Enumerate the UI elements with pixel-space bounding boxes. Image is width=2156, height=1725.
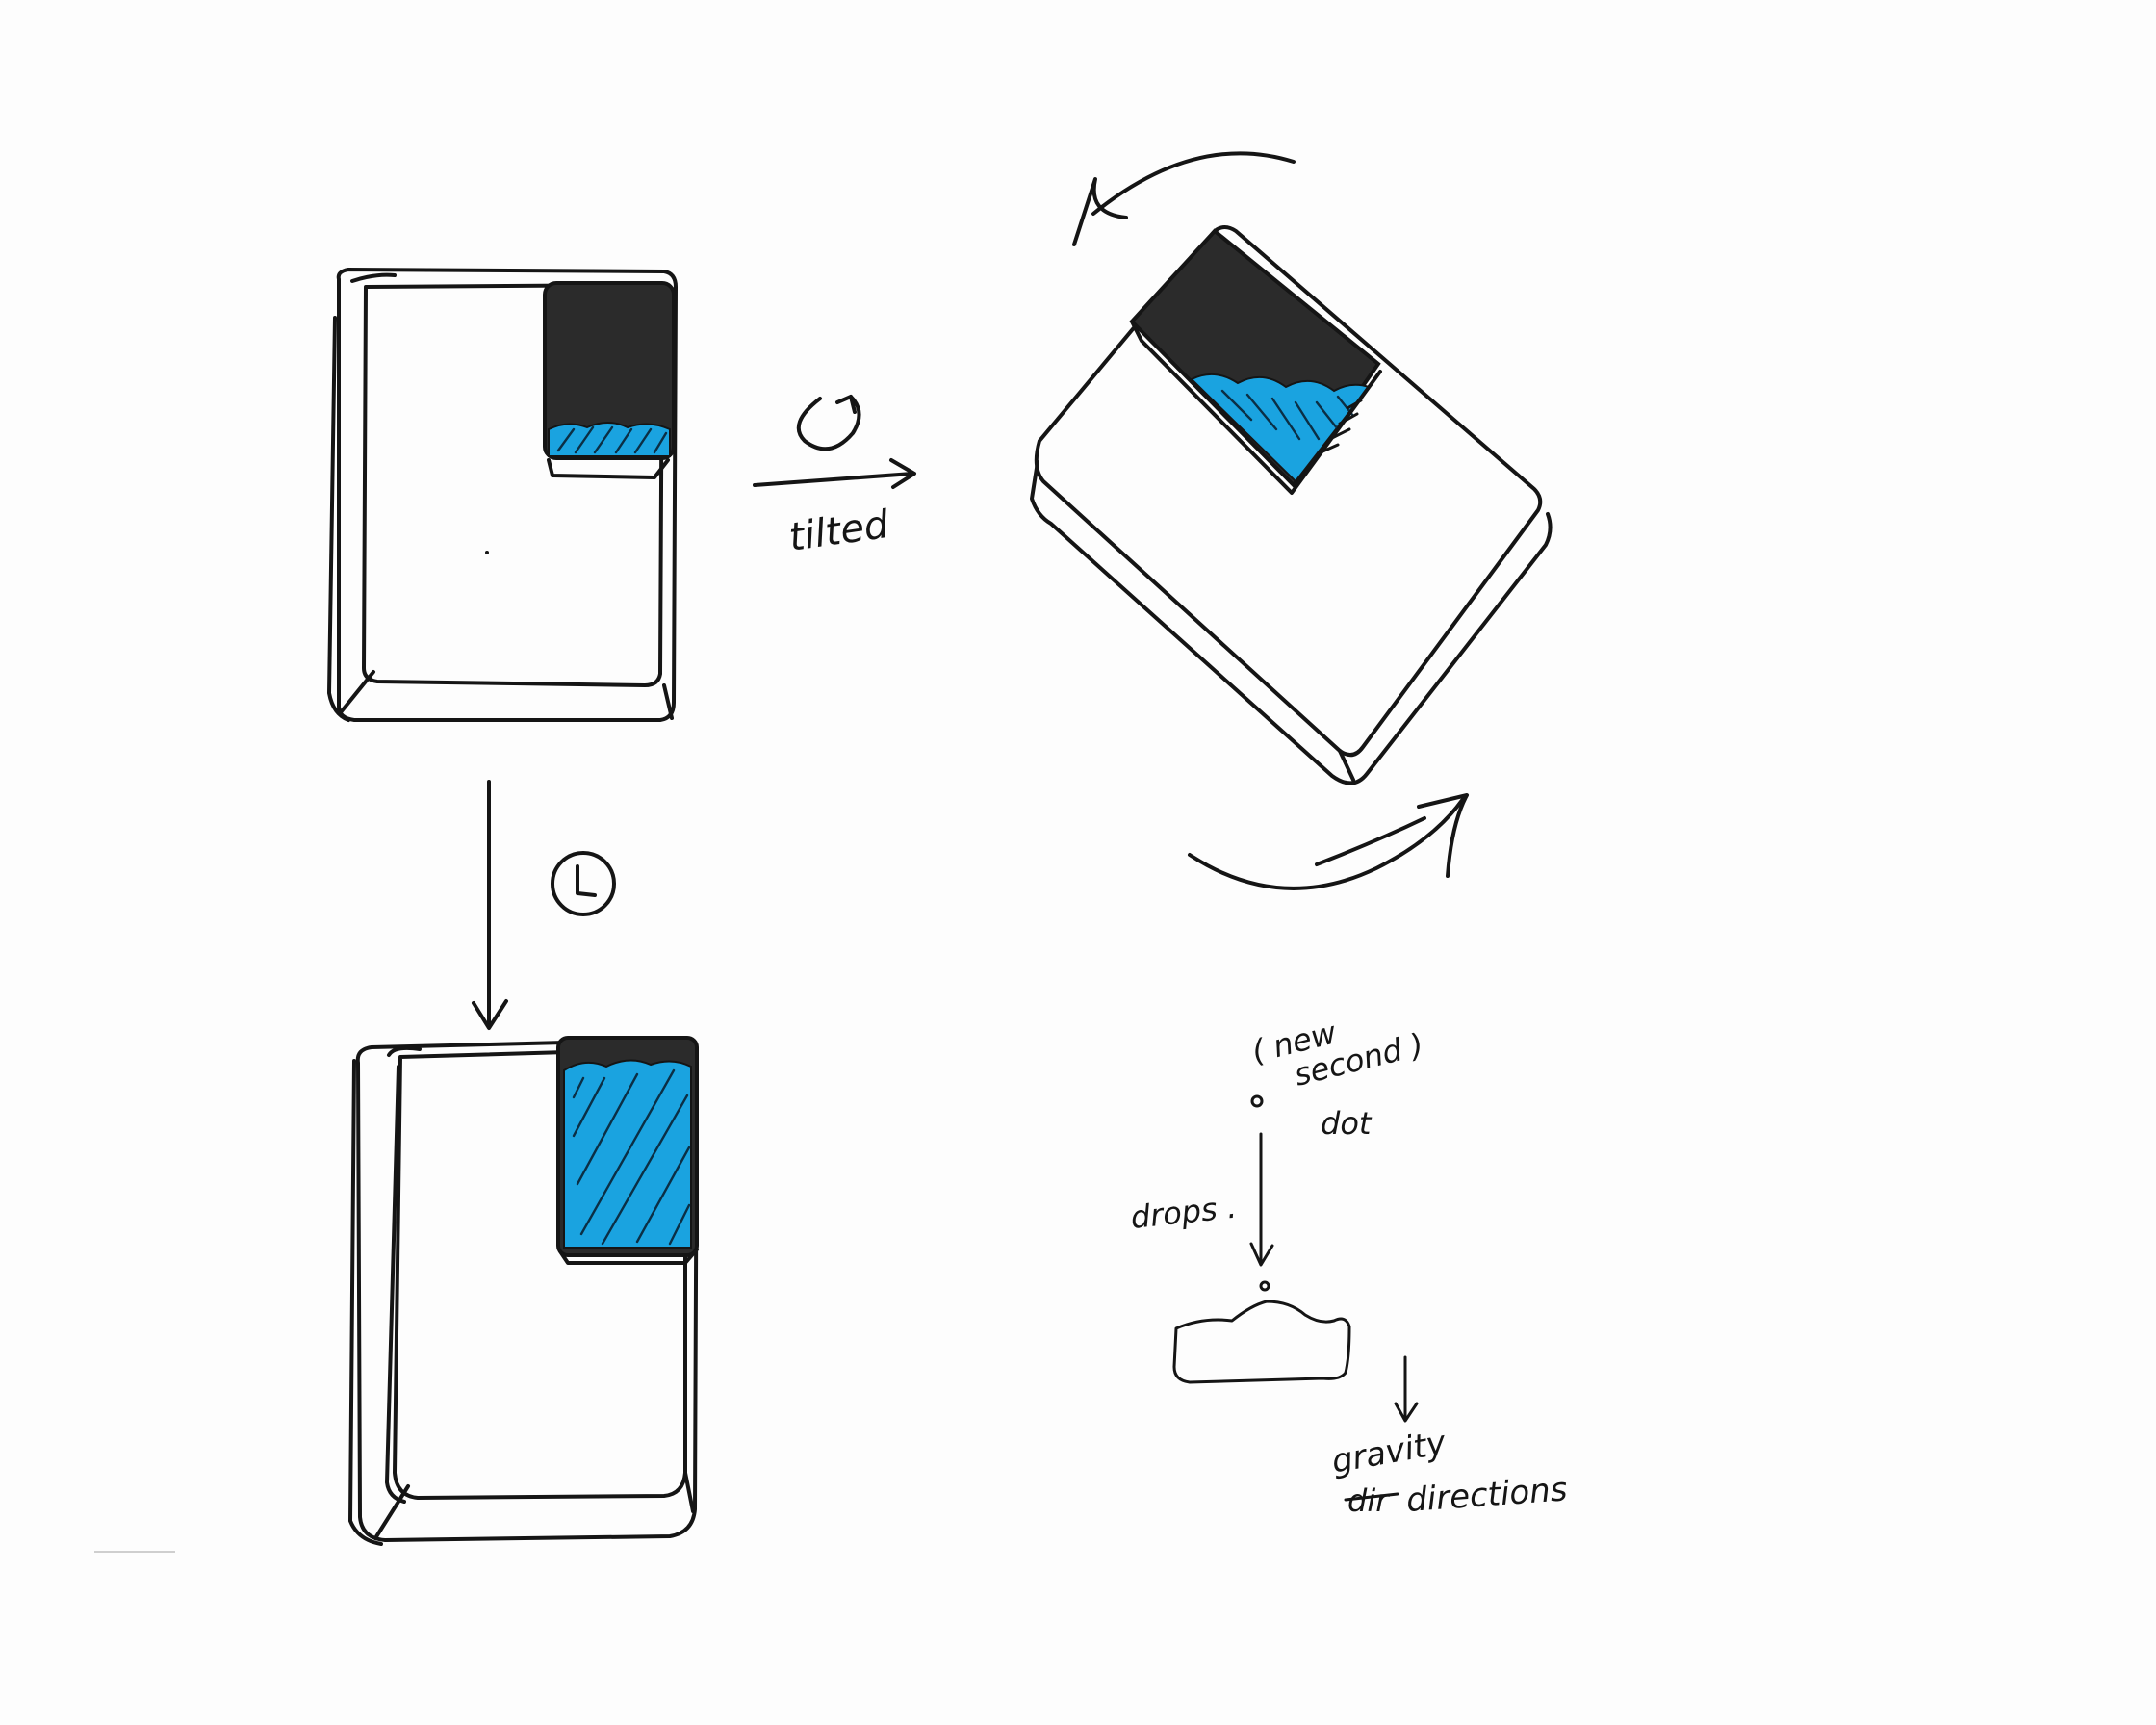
droplet (1261, 1282, 1269, 1290)
device-tilted (1032, 153, 1551, 888)
screen-after-time (558, 1038, 697, 1263)
label-gravity: gravity (1329, 1424, 1450, 1481)
time-transition (474, 782, 614, 1028)
device-after-time (350, 1038, 697, 1544)
label-directions: directions (1405, 1470, 1569, 1520)
new-dot (1252, 1096, 1262, 1106)
device-upright (329, 270, 676, 720)
rotate-icon (799, 397, 860, 449)
label-tilted: tilted (786, 502, 892, 560)
screen-upright (545, 283, 674, 477)
screen-tilted (1132, 231, 1380, 493)
gravity-detail: ( new second ) dot drops . gravity dir d… (1129, 1014, 1569, 1520)
label-struck: dir (1348, 1482, 1390, 1519)
label-dot: dot (1321, 1105, 1373, 1142)
clock-icon (552, 853, 614, 914)
water-blob (1174, 1301, 1349, 1382)
rotation-arrow-top (1074, 153, 1294, 245)
label-drops: drops . (1129, 1189, 1239, 1236)
rotation-arrow-bottom (1190, 795, 1467, 888)
tilt-transition: tilted (755, 397, 914, 560)
centre-dot (485, 551, 489, 554)
